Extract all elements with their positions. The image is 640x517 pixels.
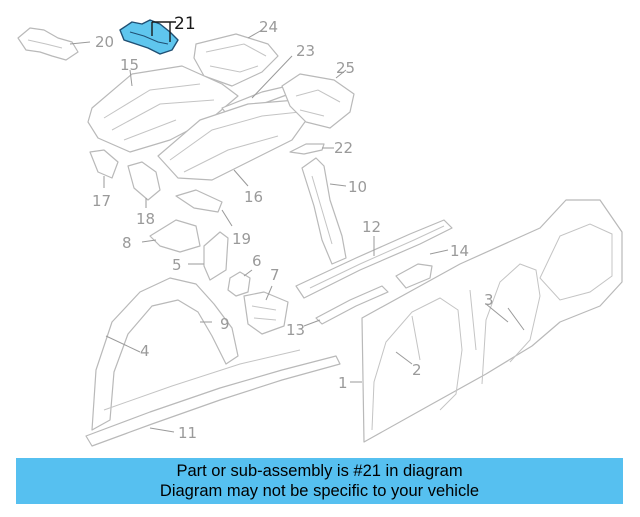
part-14 [395,249,449,289]
callout-9: 9 [220,315,230,333]
callout-12: 12 [362,218,381,236]
info-banner: Part or sub-assembly is #21 in diagram D… [16,458,623,504]
callout-24: 24 [259,18,278,36]
part-5 [188,231,229,281]
callout-6: 6 [252,252,262,270]
callout-11: 11 [178,424,197,442]
callout-23: 23 [296,42,315,60]
part-13 [303,285,389,327]
callout-5: 5 [172,256,182,274]
banner-line-2: Diagram may not be specific to your vehi… [159,482,480,500]
part-17 [89,149,119,188]
callout-2: 2 [412,361,422,379]
callout-18: 18 [136,210,155,228]
part-18 [127,161,161,208]
callout-17: 17 [92,192,111,210]
lead-2 [395,351,413,365]
part-24 [193,29,279,87]
lead-3a [485,303,509,323]
part-body-side [361,199,623,443]
part-12 [295,219,453,299]
part-15 [87,65,239,153]
callout-3: 3 [484,291,494,309]
banner-line-1: Part or sub-assembly is #21 in diagram [176,462,463,480]
part-8 [141,219,201,253]
part-22 [289,143,334,155]
callout-7: 7 [270,266,280,284]
lead-3b [507,307,525,331]
lead-11 [149,427,175,433]
part-10 [301,157,347,265]
part-16 [157,99,313,187]
callout-15: 15 [120,56,139,74]
callout-1: 1 [338,374,348,392]
callout-14: 14 [450,242,469,260]
callout-4: 4 [140,342,150,360]
part-20 [17,27,91,61]
part-21-highlighted[interactable] [119,19,179,55]
callout-13: 13 [286,321,305,339]
callout-22: 22 [334,139,353,157]
part-6 [227,269,253,297]
callout-16: 16 [244,188,263,206]
callout-20: 20 [95,33,114,51]
callout-21-highlighted: 21 [174,14,196,34]
lead-4 [105,335,141,353]
callout-8: 8 [122,234,132,252]
part-25 [281,69,355,129]
callout-25: 25 [336,59,355,77]
part-19 [175,189,233,227]
part-front-side [85,277,341,447]
callout-10: 10 [348,178,367,196]
callout-19: 19 [232,230,251,248]
part-7 [243,285,289,335]
